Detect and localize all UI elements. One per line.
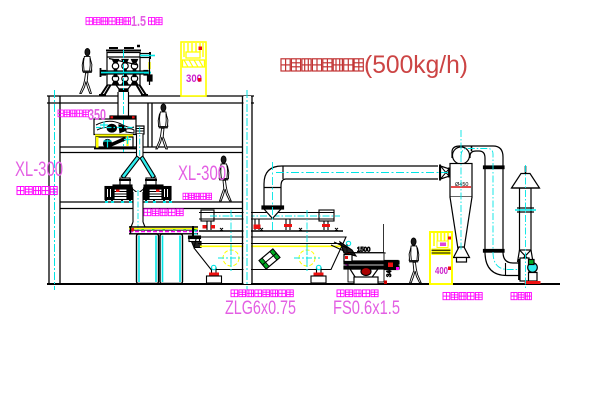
svg-text:350: 350 (88, 107, 106, 124)
svg-text:Ø450: Ø450 (455, 182, 468, 188)
svg-text:1.5: 1.5 (131, 13, 146, 30)
svg-text:1500: 1500 (357, 248, 371, 254)
svg-text:ZLG6x0.75: ZLG6x0.75 (225, 298, 296, 319)
svg-text:XL-300: XL-300 (178, 162, 226, 185)
svg-text:340: 340 (387, 266, 393, 277)
svg-text:300: 300 (186, 73, 202, 85)
svg-text:FS0.6x1.5: FS0.6x1.5 (333, 298, 400, 319)
svg-text:XL-300: XL-300 (15, 158, 63, 181)
svg-text:(500kg/h): (500kg/h) (364, 51, 468, 79)
svg-text:400: 400 (435, 265, 448, 277)
